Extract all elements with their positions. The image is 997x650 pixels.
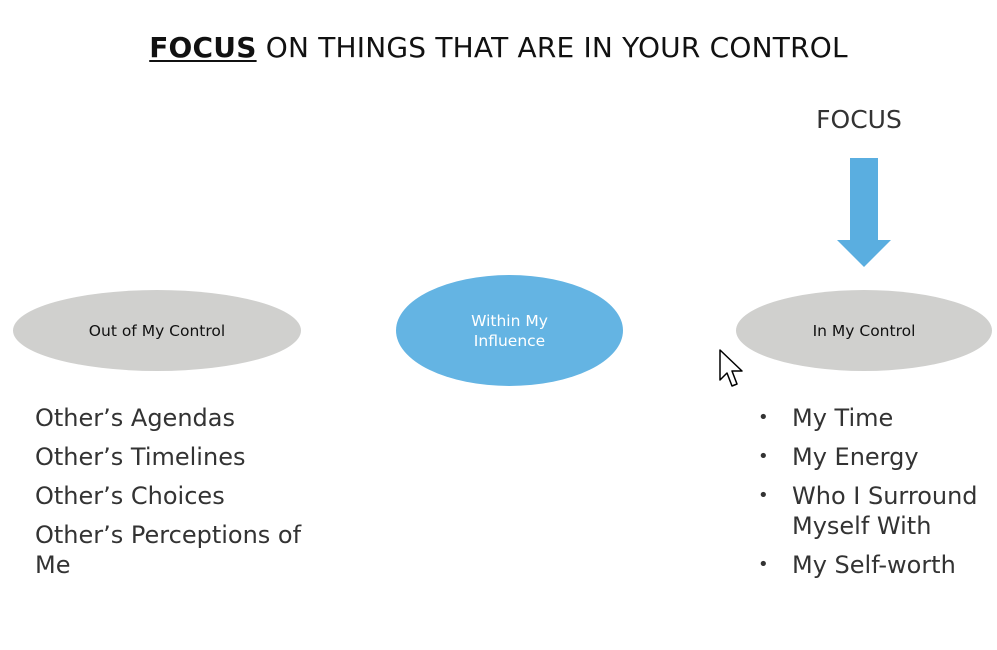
within-influence-label: Within My Influence: [471, 311, 548, 350]
out-of-control-list: Other’s Agendas Other’s Timelines Other’…: [35, 403, 305, 589]
bullet-icon: •: [758, 446, 769, 467]
list-item-text: My Energy: [792, 443, 919, 471]
mouse-pointer-icon: [719, 349, 743, 387]
within-influence-oval: Within My Influence: [396, 275, 623, 386]
list-item-text: My Time: [792, 404, 894, 432]
list-item: • My Time: [758, 403, 990, 433]
focus-label: FOCUS: [816, 105, 902, 134]
list-item: Other’s Choices: [35, 482, 225, 510]
title-rest: ON THINGS THAT ARE IN YOUR CONTROL: [256, 31, 848, 64]
bullet-icon: •: [758, 407, 769, 428]
out-of-control-label: Out of My Control: [88, 321, 226, 340]
out-of-control-oval: Out of My Control: [13, 290, 301, 371]
list-item-text: My Self-worth: [792, 551, 956, 579]
in-control-list: • My Time • My Energy • Who I Surround M…: [758, 403, 990, 589]
in-control-label: In My Control: [812, 321, 916, 340]
list-item: • My Self-worth: [758, 550, 990, 580]
list-item: Other’s Perceptions of Me: [35, 521, 302, 579]
down-arrow-icon: [837, 158, 891, 267]
slide-title: FOCUS ON THINGS THAT ARE IN YOUR CONTROL: [0, 31, 997, 64]
bullet-icon: •: [758, 554, 769, 575]
list-item-text: Who I Surround Myself With: [792, 482, 978, 540]
in-control-oval: In My Control: [736, 290, 992, 371]
title-emphasis: FOCUS: [149, 31, 257, 64]
list-item: Other’s Agendas: [35, 404, 235, 432]
list-item: • Who I Surround Myself With: [758, 481, 990, 541]
list-item: • My Energy: [758, 442, 990, 472]
bullet-icon: •: [758, 485, 769, 506]
list-item: Other’s Timelines: [35, 443, 246, 471]
